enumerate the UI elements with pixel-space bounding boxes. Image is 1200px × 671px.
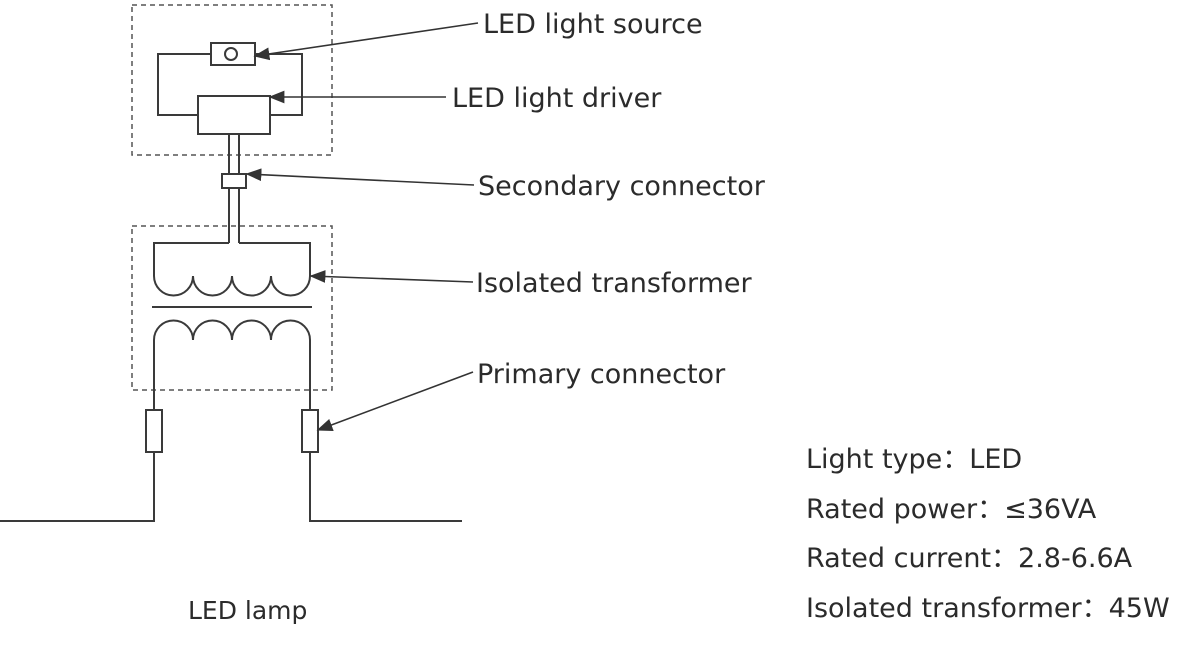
leader-isolated-transformer [309,270,474,283]
spec-isolated-transformer: Isolated transformer：45W [806,593,1170,624]
caption-led-lamp: LED lamp [188,596,307,625]
led-light-driver-box [197,95,271,135]
input-line-right [309,452,462,522]
label-led-light-driver: LED light driver [452,83,662,114]
spec-light-type: Light type：LED [806,444,1022,475]
lamp-head-enclosure [131,4,333,156]
label-primary-connector: Primary connector [477,359,726,390]
wire-source-left [157,53,211,116]
secondary-connector-box [221,173,247,189]
label-isolated-transformer: Isolated transformer [476,268,752,299]
secondary-winding [153,242,311,297]
leader-led-light-source [253,22,479,61]
input-line-left [0,452,155,522]
label-secondary-connector: Secondary connector [478,171,766,202]
led-light-source-symbol [224,47,238,61]
wire-source-right [255,53,303,116]
label-led-light-source: LED light source [483,9,703,40]
spec-rated-power: Rated power：≤36VA [806,494,1097,525]
spec-rated-current: Rated current：2.8-6.6A [806,543,1133,574]
leader-primary-connector [316,371,474,431]
primary-connector-left [145,409,163,453]
leader-secondary-connector [245,168,475,186]
transformer-enclosure [131,225,333,391]
primary-connector-right [301,409,319,453]
primary-winding [153,319,311,410]
led-light-source-box [210,42,256,66]
